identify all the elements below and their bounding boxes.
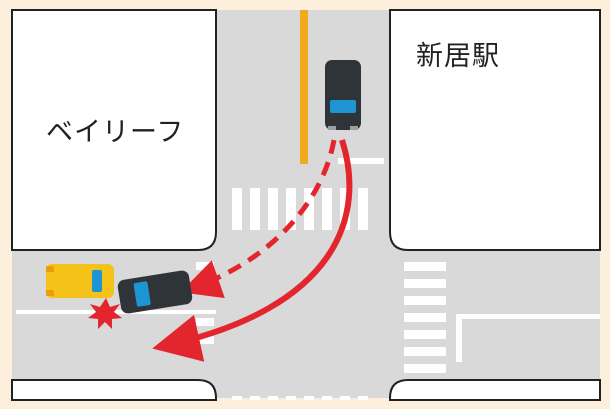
crosswalk-stripe — [404, 330, 446, 339]
dark-car-body — [325, 60, 361, 130]
crosswalk-stripe — [340, 396, 350, 400]
dark-car-window — [330, 100, 356, 113]
crosswalk-stripe — [404, 279, 446, 288]
crosswalk-right — [404, 262, 446, 373]
crosswalk-stripe — [250, 188, 260, 230]
dark-car-light — [350, 126, 358, 130]
station-label: 新居駅 — [416, 41, 500, 72]
dashed-turn-arrow — [180, 139, 337, 299]
collision-star-icon — [88, 298, 122, 329]
crosswalk-stripe — [358, 188, 368, 230]
crosswalk-stripe — [232, 188, 242, 230]
lane-line-left — [16, 310, 216, 314]
crosswalk-stripe — [322, 396, 332, 400]
dark-car-turning — [117, 270, 193, 314]
crosswalk-stripe — [232, 396, 242, 400]
stop-line-right — [456, 314, 462, 362]
taxi-body — [46, 264, 114, 298]
taxi-window — [92, 270, 102, 292]
taxi-light — [46, 290, 54, 296]
yellow-taxi — [46, 264, 114, 298]
block-top-right — [389, 9, 601, 251]
dark-car-body — [117, 270, 193, 314]
stop-line-top — [338, 158, 384, 164]
center-line — [300, 10, 308, 164]
crosswalk-stripe — [304, 188, 314, 230]
block-top-left — [11, 9, 217, 251]
lane-line-right — [460, 314, 600, 319]
dark-car-light — [328, 126, 336, 130]
crosswalk-stripe — [358, 396, 368, 400]
block-bottom-left — [11, 379, 217, 401]
dark-car-window — [133, 281, 151, 307]
crosswalk-stripe — [286, 396, 296, 400]
crosswalk-stripe — [268, 188, 278, 230]
crosswalk-stripe — [404, 262, 446, 271]
crosswalk-stripe — [196, 336, 214, 344]
dark-car-top — [325, 60, 361, 130]
mall-label: ベイリーフ — [46, 117, 185, 148]
crosswalk-stripe — [196, 318, 214, 326]
taxi-light — [46, 266, 54, 272]
crosswalk-stripe — [404, 313, 446, 322]
crosswalk-stripe — [404, 347, 446, 356]
crosswalk-stripe — [322, 188, 332, 230]
crosswalk-stripe — [304, 396, 314, 400]
crosswalk-stripe — [250, 396, 260, 400]
crosswalk-stripe — [404, 296, 446, 305]
crosswalk-stripe — [268, 396, 278, 400]
crosswalk-stripe — [196, 262, 214, 270]
crosswalk-stripe — [286, 188, 296, 230]
crosswalk-bottom — [232, 396, 368, 400]
crosswalk-stripe — [404, 364, 446, 373]
block-bottom-right — [389, 379, 601, 401]
solid-turn-arrow — [152, 139, 353, 362]
